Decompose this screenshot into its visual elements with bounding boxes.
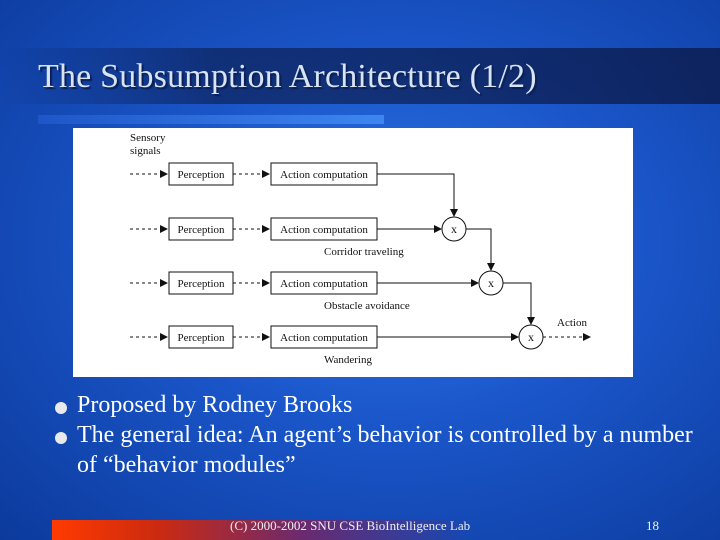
- perception-label-3: Perception: [177, 278, 225, 290]
- slide-title: The Subsumption Architecture (1/2): [38, 58, 537, 95]
- action-label-3: Action computation: [280, 278, 368, 290]
- bullet-item-1: Proposed by Rodney Brooks: [55, 390, 695, 420]
- sensory-label-line1: Sensory: [130, 132, 166, 144]
- suppressor-out-1: [466, 228, 495, 271]
- behavior-label-2: Corridor traveling: [324, 246, 404, 258]
- perception-label-1: Perception: [177, 169, 225, 181]
- subsumption-diagram: Sensory signals Perception Action comput…: [73, 128, 633, 377]
- suppressor-symbol-2: x: [488, 276, 494, 290]
- bullet-text-1: Proposed by Rodney Brooks: [77, 392, 353, 418]
- footer-band: [52, 520, 472, 540]
- action-label-1: Action computation: [280, 169, 368, 181]
- suppressor-symbol-1: x: [451, 222, 457, 236]
- action-label-2: Action computation: [280, 224, 368, 236]
- action-output-label: Action: [557, 317, 587, 329]
- bullet-dot-icon: [55, 432, 67, 444]
- title-underline: [38, 115, 384, 124]
- perception-label-4: Perception: [177, 332, 225, 344]
- bullet-item-2: The general idea: An agent’s behavior is…: [55, 420, 695, 480]
- bullet-list: Proposed by Rodney Brooks The general id…: [55, 390, 695, 480]
- diagram-svg: Sensory signals Perception Action comput…: [130, 132, 591, 366]
- perception-label-2: Perception: [177, 224, 225, 236]
- suppressor-out-2: [503, 282, 535, 325]
- output-line-1: [377, 173, 458, 217]
- behavior-label-4: Wandering: [324, 354, 372, 366]
- footer-text: (C) 2000-2002 SNU CSE BioIntelligence La…: [230, 518, 471, 533]
- suppressor-symbol-3: x: [528, 330, 534, 344]
- behavior-label-3: Obstacle avoidance: [324, 300, 410, 312]
- bullet-text-2: The general idea: An agent’s behavior is…: [77, 422, 693, 478]
- page-number: 18: [646, 518, 659, 533]
- bullet-dot-icon: [55, 402, 67, 414]
- sensory-label-line2: signals: [130, 145, 161, 157]
- title-band: [0, 48, 720, 104]
- action-label-4: Action computation: [280, 332, 368, 344]
